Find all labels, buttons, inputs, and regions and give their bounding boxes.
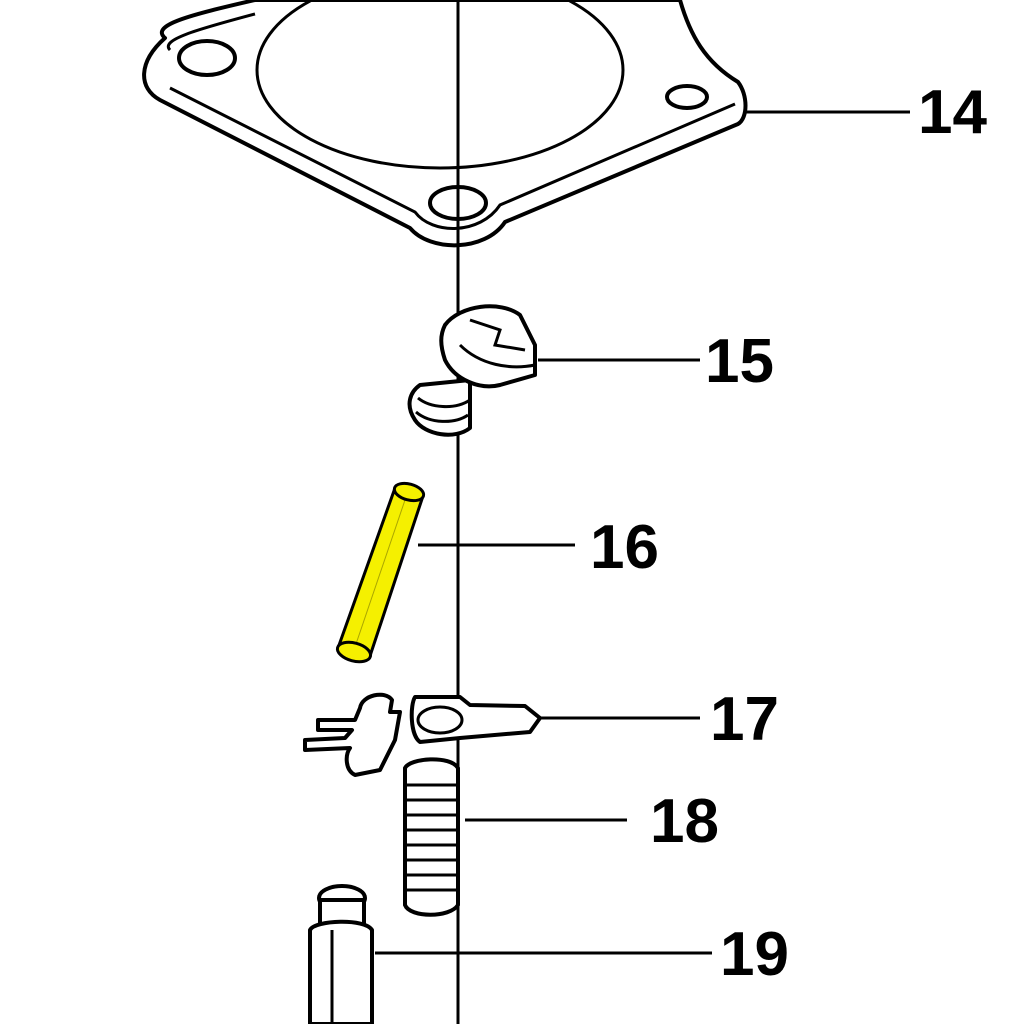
callout-label-19: 19	[720, 920, 789, 989]
part-pin[interactable]	[335, 480, 426, 665]
callout-label-15: 15	[705, 327, 774, 396]
callout-label-18: 18	[650, 787, 719, 856]
callout-label-14: 14	[918, 78, 987, 147]
part-gasket[interactable]	[142, 0, 748, 248]
part-nut[interactable]	[308, 884, 374, 1024]
callout-label-16: 16	[590, 513, 659, 582]
part-clip[interactable]	[303, 692, 542, 777]
part-spring[interactable]	[403, 757, 460, 917]
callout-label-17: 17	[710, 685, 779, 754]
part-screw[interactable]	[407, 304, 537, 437]
